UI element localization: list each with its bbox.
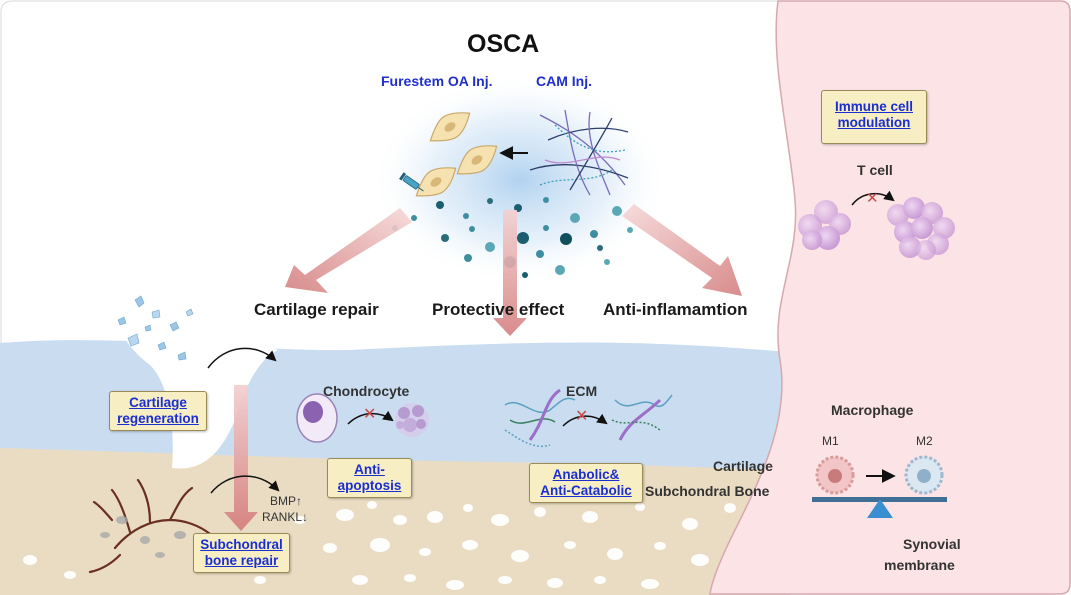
effect-cartilage-repair: Cartilage repair [254,300,379,319]
label-membrane: membrane [884,557,955,573]
msc-cells [415,112,498,197]
box-subchondral-line2: bone repair [204,553,279,568]
ecm-fibers-right [611,394,673,441]
balance-beam [812,497,947,502]
box-anabolic-anti-catabolic[interactable]: Anabolic& Anti-Catabolic [529,463,643,503]
syringe-icon [399,172,424,192]
macrophage-m2 [904,455,944,495]
apoptotic-cell [395,403,429,437]
label-bmp: BMP↑ [270,494,303,508]
arrow-cartilage-repair [285,208,412,293]
cam-fibers [529,109,629,196]
ecm-fibers-left [504,388,576,447]
label-synovial: Synovial [903,536,961,552]
macrophage-m1 [815,455,855,495]
treatment-furestem: Furestem OA Inj. [381,73,493,89]
balance-fulcrum [867,499,893,518]
box-immune-line1: Immune cell [834,99,914,114]
box-anabolic-line1: Anabolic& [552,467,620,482]
bone-pores [23,501,765,590]
label-ecm: ECM [566,383,598,399]
block-x-icon-3: ✕ [866,190,879,207]
synovial-membrane-region [709,0,1071,595]
t-cell-arrow [851,190,895,206]
bone-branches [88,478,212,574]
bone-arrow [210,475,280,494]
box-immune-line2: modulation [837,115,911,130]
label-macrophage: Macrophage [831,402,914,418]
box-cartilage-regeneration-line2: regeneration [117,411,199,426]
box-anti-apoptosis-line2: apoptosis [337,478,402,493]
t-cells-after [887,197,955,260]
box-subchondral-bone-repair[interactable]: Subchondral bone repair [193,533,290,573]
treatment-cam: CAM Inj. [536,73,592,89]
block-x-icon-2: ✕ [575,408,588,425]
chondrocyte-cell [296,393,338,443]
arrow-anti-inflammation [622,204,742,296]
effect-protective: Protective effect [432,300,565,319]
box-anabolic-line2: Anti-Catabolic [540,483,632,498]
box-cartilage-regeneration-line1: Cartilage [129,395,187,410]
box-anti-apoptosis[interactable]: Anti- apoptosis [327,458,412,498]
arrow-subchondral [224,385,258,531]
t-cells-before [798,200,851,250]
label-m1: M1 [822,434,839,448]
ecm-arrow [562,413,608,427]
osca-glow [370,75,670,285]
label-m2: M2 [916,434,933,448]
cartilage-fragments [117,295,194,361]
box-cartilage-regeneration[interactable]: Cartilage regeneration [109,391,207,431]
label-subchondral-bone: Subchondral Bone [645,483,770,499]
cartilage-defect [105,290,278,469]
label-rankl: RANKL↓ [262,510,309,524]
effect-anti-inflammation: Anti-inflamamtion [603,300,748,319]
arrow-protective-effect [493,210,527,336]
regeneration-arrow [207,347,277,369]
page-title: OSCA [467,30,540,58]
box-anti-apoptosis-line1: Anti- [354,462,385,477]
label-cartilage: Cartilage [713,458,773,474]
bone-debris [100,516,186,558]
box-subchondral-line1: Subchondral [200,537,283,552]
chondrocyte-arrow [347,410,394,425]
label-t-cell: T cell [857,162,893,178]
block-x-icon: ✕ [363,406,376,423]
box-immune-cell-modulation[interactable]: Immune cell modulation [821,90,927,144]
label-chondrocyte: Chondrocyte [323,383,410,399]
